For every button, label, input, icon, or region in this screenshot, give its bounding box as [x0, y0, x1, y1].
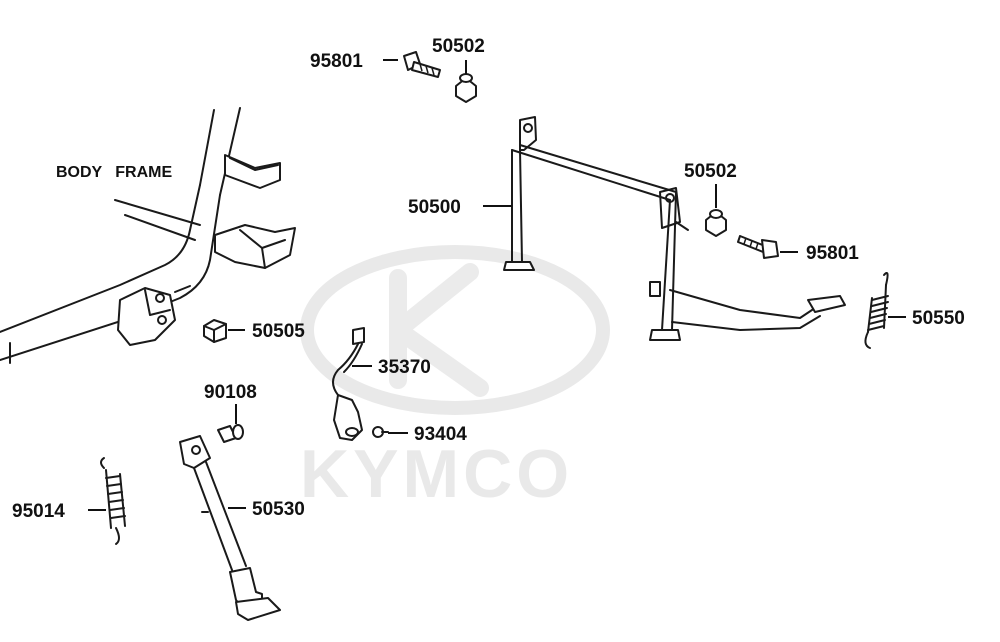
part-label-50505: 50505 [252, 321, 305, 342]
part-label-95014: 95014 [12, 501, 65, 522]
part-label-35370: 35370 [378, 357, 431, 378]
kymco-watermark: KYMCO [300, 245, 610, 512]
bolt-95801-right [737, 235, 779, 259]
part-label-50530: 50530 [252, 499, 305, 520]
part-label-50550: 50550 [912, 308, 965, 329]
watermark-k-mark [389, 263, 489, 397]
collar-50502-right [705, 209, 727, 237]
spring-95014 [100, 457, 126, 545]
watermark-text: KYMCO [300, 436, 573, 512]
leaders [88, 59, 906, 511]
part-label-93404: 93404 [414, 424, 467, 445]
part-label-50502-right: 50502 [684, 161, 737, 182]
part-label-50500: 50500 [408, 197, 461, 218]
side-stand-drawing [179, 435, 281, 621]
spring-50550 [864, 272, 889, 349]
screw-93404 [372, 426, 389, 438]
part-label-95801-top: 95801 [310, 51, 363, 72]
bolt-95801-top [403, 51, 441, 78]
part-label-95801-right: 95801 [806, 243, 859, 264]
part-label-90108: 90108 [204, 382, 257, 403]
body-frame-drawing [0, 107, 296, 364]
bolt-90108 [217, 424, 244, 443]
part-label-50502-top: 50502 [432, 36, 485, 57]
switch-35370 [332, 327, 365, 441]
watermark-ring [300, 245, 610, 415]
collar-50502-top [455, 73, 477, 103]
body-frame-label: BODY FRAME [56, 164, 172, 181]
rubber-50505 [203, 319, 227, 343]
main-stand-drawing [503, 116, 846, 341]
